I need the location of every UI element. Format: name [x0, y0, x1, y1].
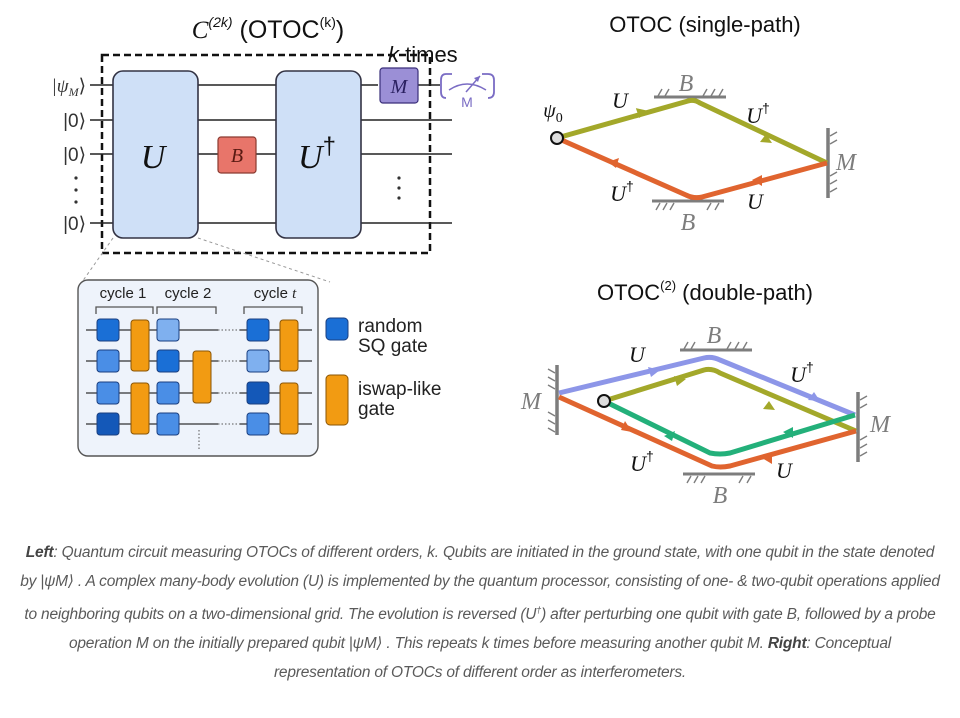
gate-b-label-top: B — [679, 71, 694, 97]
qubit-label-0: |0⟩ — [63, 214, 86, 235]
gate-b-label-top: B — [707, 323, 722, 349]
random-sq-gate — [156, 318, 180, 342]
forward-evolution-label: U — [747, 189, 765, 214]
iswap-like-gate — [192, 350, 212, 404]
perturbation-gate — [217, 136, 257, 174]
perturbation-gate-label: B — [231, 145, 243, 167]
forward-evolution-label: U — [629, 342, 647, 367]
cycle-label-1: cycle 1 — [100, 285, 147, 302]
probe-gate-label: M — [390, 76, 409, 98]
measurement-meter-icon: M — [440, 73, 495, 110]
double-path-interferometer: B B M M — [520, 323, 892, 509]
random-sq-gate — [246, 318, 270, 342]
double-path-title: OTOC(2) (double-path) — [597, 278, 813, 305]
legend-sq-gate-label: random — [358, 316, 422, 337]
iswap-like-gate — [279, 319, 299, 372]
probe-gate — [379, 67, 419, 104]
caption-left-label: Left — [25, 544, 54, 561]
cycle-label-t: cycle t — [254, 285, 297, 302]
random-sq-gate — [96, 349, 120, 373]
inverse-unitary-gate-label: U† — [298, 133, 336, 176]
gate-b-label-bottom: B — [681, 210, 696, 236]
caption-dagger: † — [536, 605, 542, 615]
iswap-like-gate — [130, 319, 150, 372]
inset-gates — [96, 318, 299, 436]
probe-mirror-label: M — [835, 150, 858, 176]
random-sq-gate — [156, 349, 180, 373]
caption-text: : Quantum circuit measuring OTOCs of dif… — [20, 544, 940, 624]
caption-right-label: Right — [767, 635, 807, 653]
forward-evolution-label: U — [776, 458, 794, 483]
random-sq-gate — [96, 412, 120, 436]
inverse-unitary-gate — [275, 70, 362, 239]
repeat-label: k times — [388, 42, 458, 67]
unitary-gate-label: U — [141, 139, 168, 176]
caption-text: : Conceptual representation of OTOCs of … — [273, 635, 892, 682]
qubit-label-0: |0⟩ — [63, 111, 86, 132]
meter-label: M — [461, 94, 473, 110]
backward-evolution-label: U† — [746, 100, 770, 128]
qubit-label-0: |0⟩ — [63, 145, 86, 166]
forward-evolution-label: U — [612, 88, 630, 113]
random-sq-gate — [246, 381, 270, 405]
legend-sq-gate-swatch — [325, 317, 349, 341]
circuit-title: C(2k) (OTOC(k)) — [192, 14, 345, 44]
qubit-labels: |ψM⟩ |0⟩ |0⟩ |0⟩ — [52, 76, 86, 235]
probe-mirror-label-left: M — [520, 389, 543, 415]
legend-sq-gate-label: SQ gate — [358, 336, 428, 357]
gate-b-label-bottom: B — [713, 483, 728, 509]
legend-iswap-gate-label: gate — [358, 399, 395, 420]
probe-mirror-label-right: M — [869, 412, 892, 438]
iswap-like-gate — [130, 382, 150, 435]
single-path-title: OTOC (single-path) — [609, 12, 801, 37]
circuit-diagram: C(2k) (OTOC(k)) k times |ψM⟩ |0⟩ |0⟩ |0⟩… — [52, 12, 892, 509]
backward-evolution-label: U† — [610, 178, 634, 206]
legend-iswap-gate-label: iswap-like — [358, 379, 441, 400]
figure-caption: Left: Quantum circuit measuring OTOCs of… — [20, 538, 940, 687]
unitary-gate — [112, 70, 199, 239]
random-sq-gate — [246, 349, 270, 373]
backward-evolution-label: U† — [630, 448, 654, 476]
random-sq-gate — [156, 412, 180, 436]
initial-state-label: ψ0 — [543, 100, 562, 126]
random-sq-gate — [246, 412, 270, 436]
random-sq-gate — [96, 381, 120, 405]
qubit-label-psi: |ψM⟩ — [52, 76, 86, 99]
caption-text: ) after perturbing one qubit with gate B… — [68, 606, 936, 653]
random-sq-gate — [96, 318, 120, 342]
single-path-interferometer: B B M ψ0 U U† U† U — [543, 71, 858, 236]
cycle-label-2: cycle 2 — [165, 285, 212, 302]
backward-evolution-label: U† — [790, 359, 814, 387]
legend-iswap-gate-swatch — [325, 374, 349, 426]
random-sq-gate — [156, 381, 180, 405]
iswap-like-gate — [279, 382, 299, 435]
